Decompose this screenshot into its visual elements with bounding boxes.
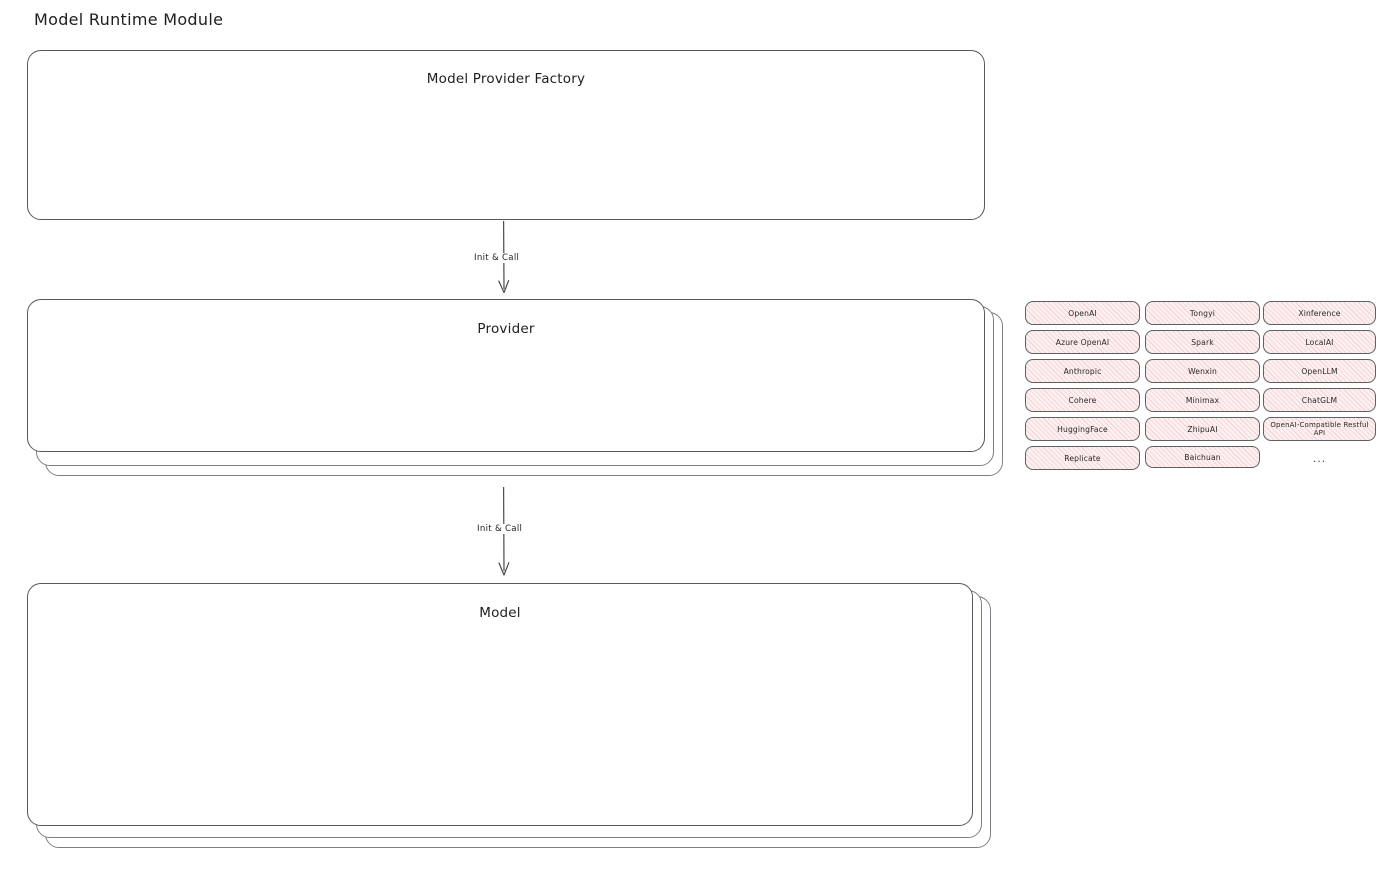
model-panel: Model — [27, 583, 973, 826]
provider-chip-cohere[interactable]: Cohere — [1025, 388, 1140, 412]
provider-chip-wenxin[interactable]: Wenxin — [1145, 359, 1260, 383]
provider-list-ellipsis: ... — [1312, 452, 1327, 465]
provider-chip-replicate[interactable]: Replicate — [1025, 446, 1140, 470]
provider-chip-baichuan[interactable]: Baichuan — [1145, 446, 1260, 468]
provider-panel: Provider — [27, 299, 985, 452]
provider-chip-localai[interactable]: LocalAI — [1263, 330, 1376, 354]
provider-chip-xinference[interactable]: Xinference — [1263, 301, 1376, 325]
arrow-label-init-and-call-1: Init & Call — [471, 253, 523, 263]
provider-chip-chatglm[interactable]: ChatGLM — [1263, 388, 1376, 412]
provider-chip-openai[interactable]: OpenAI — [1025, 301, 1140, 325]
provider-chip-huggingface[interactable]: HuggingFace — [1025, 417, 1140, 441]
page-title: Model Runtime Module — [34, 10, 224, 29]
provider-chip-openai-compatible-restful-api[interactable]: OpenAI-Compatible Restful API — [1263, 417, 1376, 441]
provider-chip-spark[interactable]: Spark — [1145, 330, 1260, 354]
arrow-provider-to-model — [498, 486, 510, 576]
provider-chip-tongyi[interactable]: Tongyi — [1145, 301, 1260, 325]
provider-title: Provider — [477, 321, 535, 337]
provider-chip-azure-openai[interactable]: Azure OpenAI — [1025, 330, 1140, 354]
provider-chip-zhipuai[interactable]: ZhipuAI — [1145, 417, 1260, 441]
provider-chip-minimax[interactable]: Minimax — [1145, 388, 1260, 412]
arrow-label-init-and-call-2: Init & Call — [474, 524, 526, 534]
model-title: Model — [479, 605, 521, 621]
provider-chip-anthropic[interactable]: Anthropic — [1025, 359, 1140, 383]
provider-chip-openllm[interactable]: OpenLLM — [1263, 359, 1376, 383]
model-provider-factory-title: Model Provider Factory — [426, 71, 586, 87]
model-provider-factory-panel: Model Provider Factory — [27, 50, 985, 220]
